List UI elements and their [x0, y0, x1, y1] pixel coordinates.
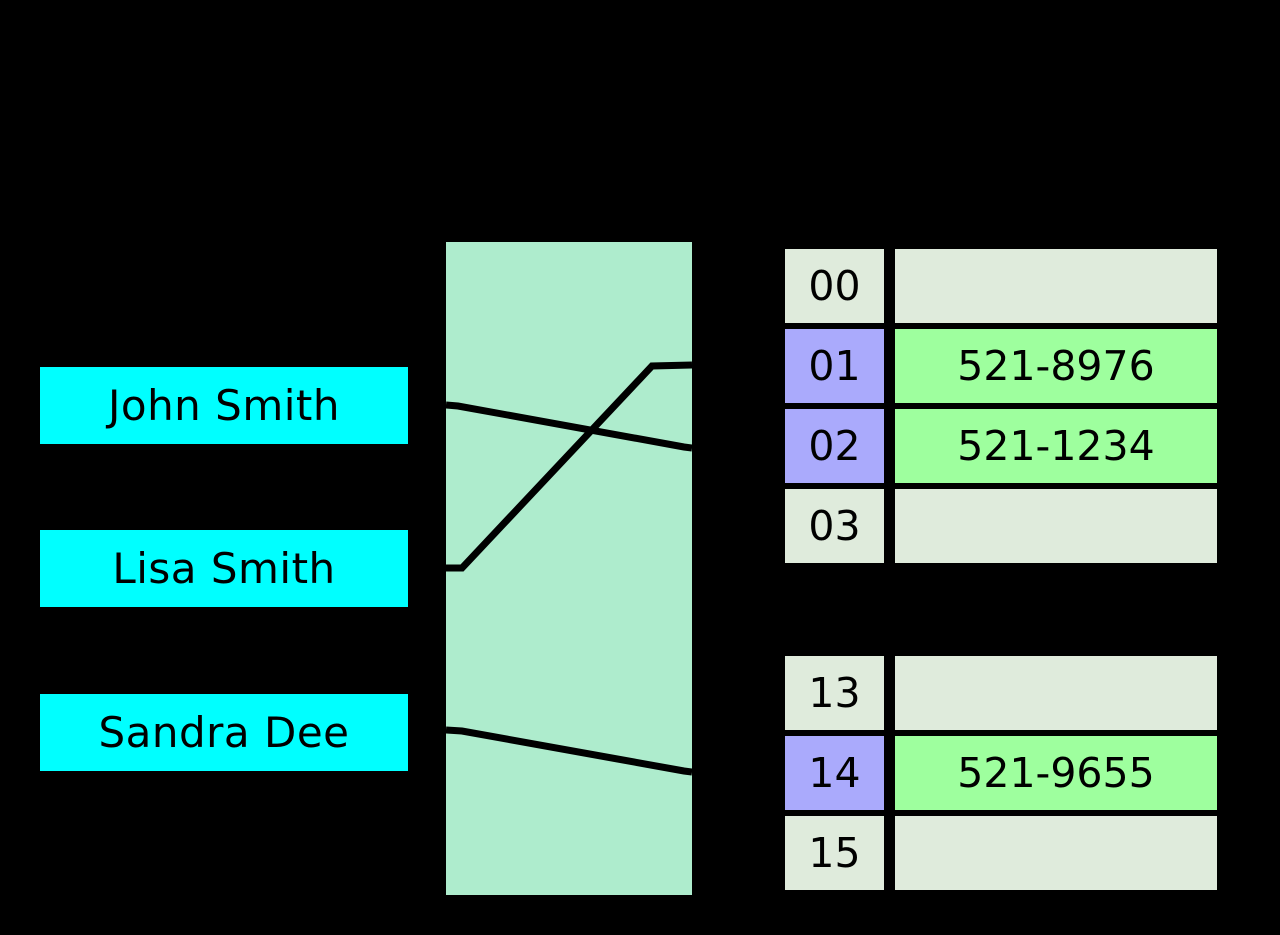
bucket-value: 521-8976: [895, 326, 1217, 406]
key-box-lisa-smith[interactable]: Lisa Smith: [40, 530, 408, 607]
key-box-john-smith[interactable]: John Smith: [40, 367, 408, 444]
bucket-index: 14: [785, 733, 884, 813]
connector-sandra-dee: [446, 726, 692, 776]
bucket-index: 13: [785, 653, 884, 733]
bucket-value: [895, 246, 1217, 326]
table-row[interactable]: 14 521-9655: [785, 733, 1217, 813]
hash-connector-lines: [446, 361, 692, 776]
key-label: Sandra Dee: [98, 707, 350, 757]
bucket-index: 03: [785, 486, 884, 566]
key-label: Lisa Smith: [112, 543, 336, 593]
bucket-value: [895, 813, 1217, 893]
table-row[interactable]: 02 521-1234: [785, 406, 1217, 486]
connector-lisa-smith: [446, 361, 692, 572]
table-row[interactable]: 03: [785, 486, 1217, 566]
table-row[interactable]: 01 521-8976: [785, 326, 1217, 406]
key-label: John Smith: [107, 380, 340, 430]
bucket-value: [895, 486, 1217, 566]
bucket-index: 01: [785, 326, 884, 406]
bucket-index: 15: [785, 813, 884, 893]
bucket-value: 521-1234: [895, 406, 1217, 486]
bucket-index: 02: [785, 406, 884, 486]
hash-function-box: [446, 242, 692, 895]
key-box-sandra-dee[interactable]: Sandra Dee: [40, 694, 408, 771]
connector-john-smith: [446, 401, 692, 452]
bucket-index: 00: [785, 246, 884, 326]
bucket-value: [895, 653, 1217, 733]
bucket-table-lower: 13 14 521-9655 15: [785, 653, 1217, 893]
table-row[interactable]: 00: [785, 246, 1217, 326]
table-row[interactable]: 15: [785, 813, 1217, 893]
bucket-table-upper: 00 01 521-8976 02 521-1234 03: [785, 246, 1217, 566]
bucket-value: 521-9655: [895, 733, 1217, 813]
table-row[interactable]: 13: [785, 653, 1217, 733]
